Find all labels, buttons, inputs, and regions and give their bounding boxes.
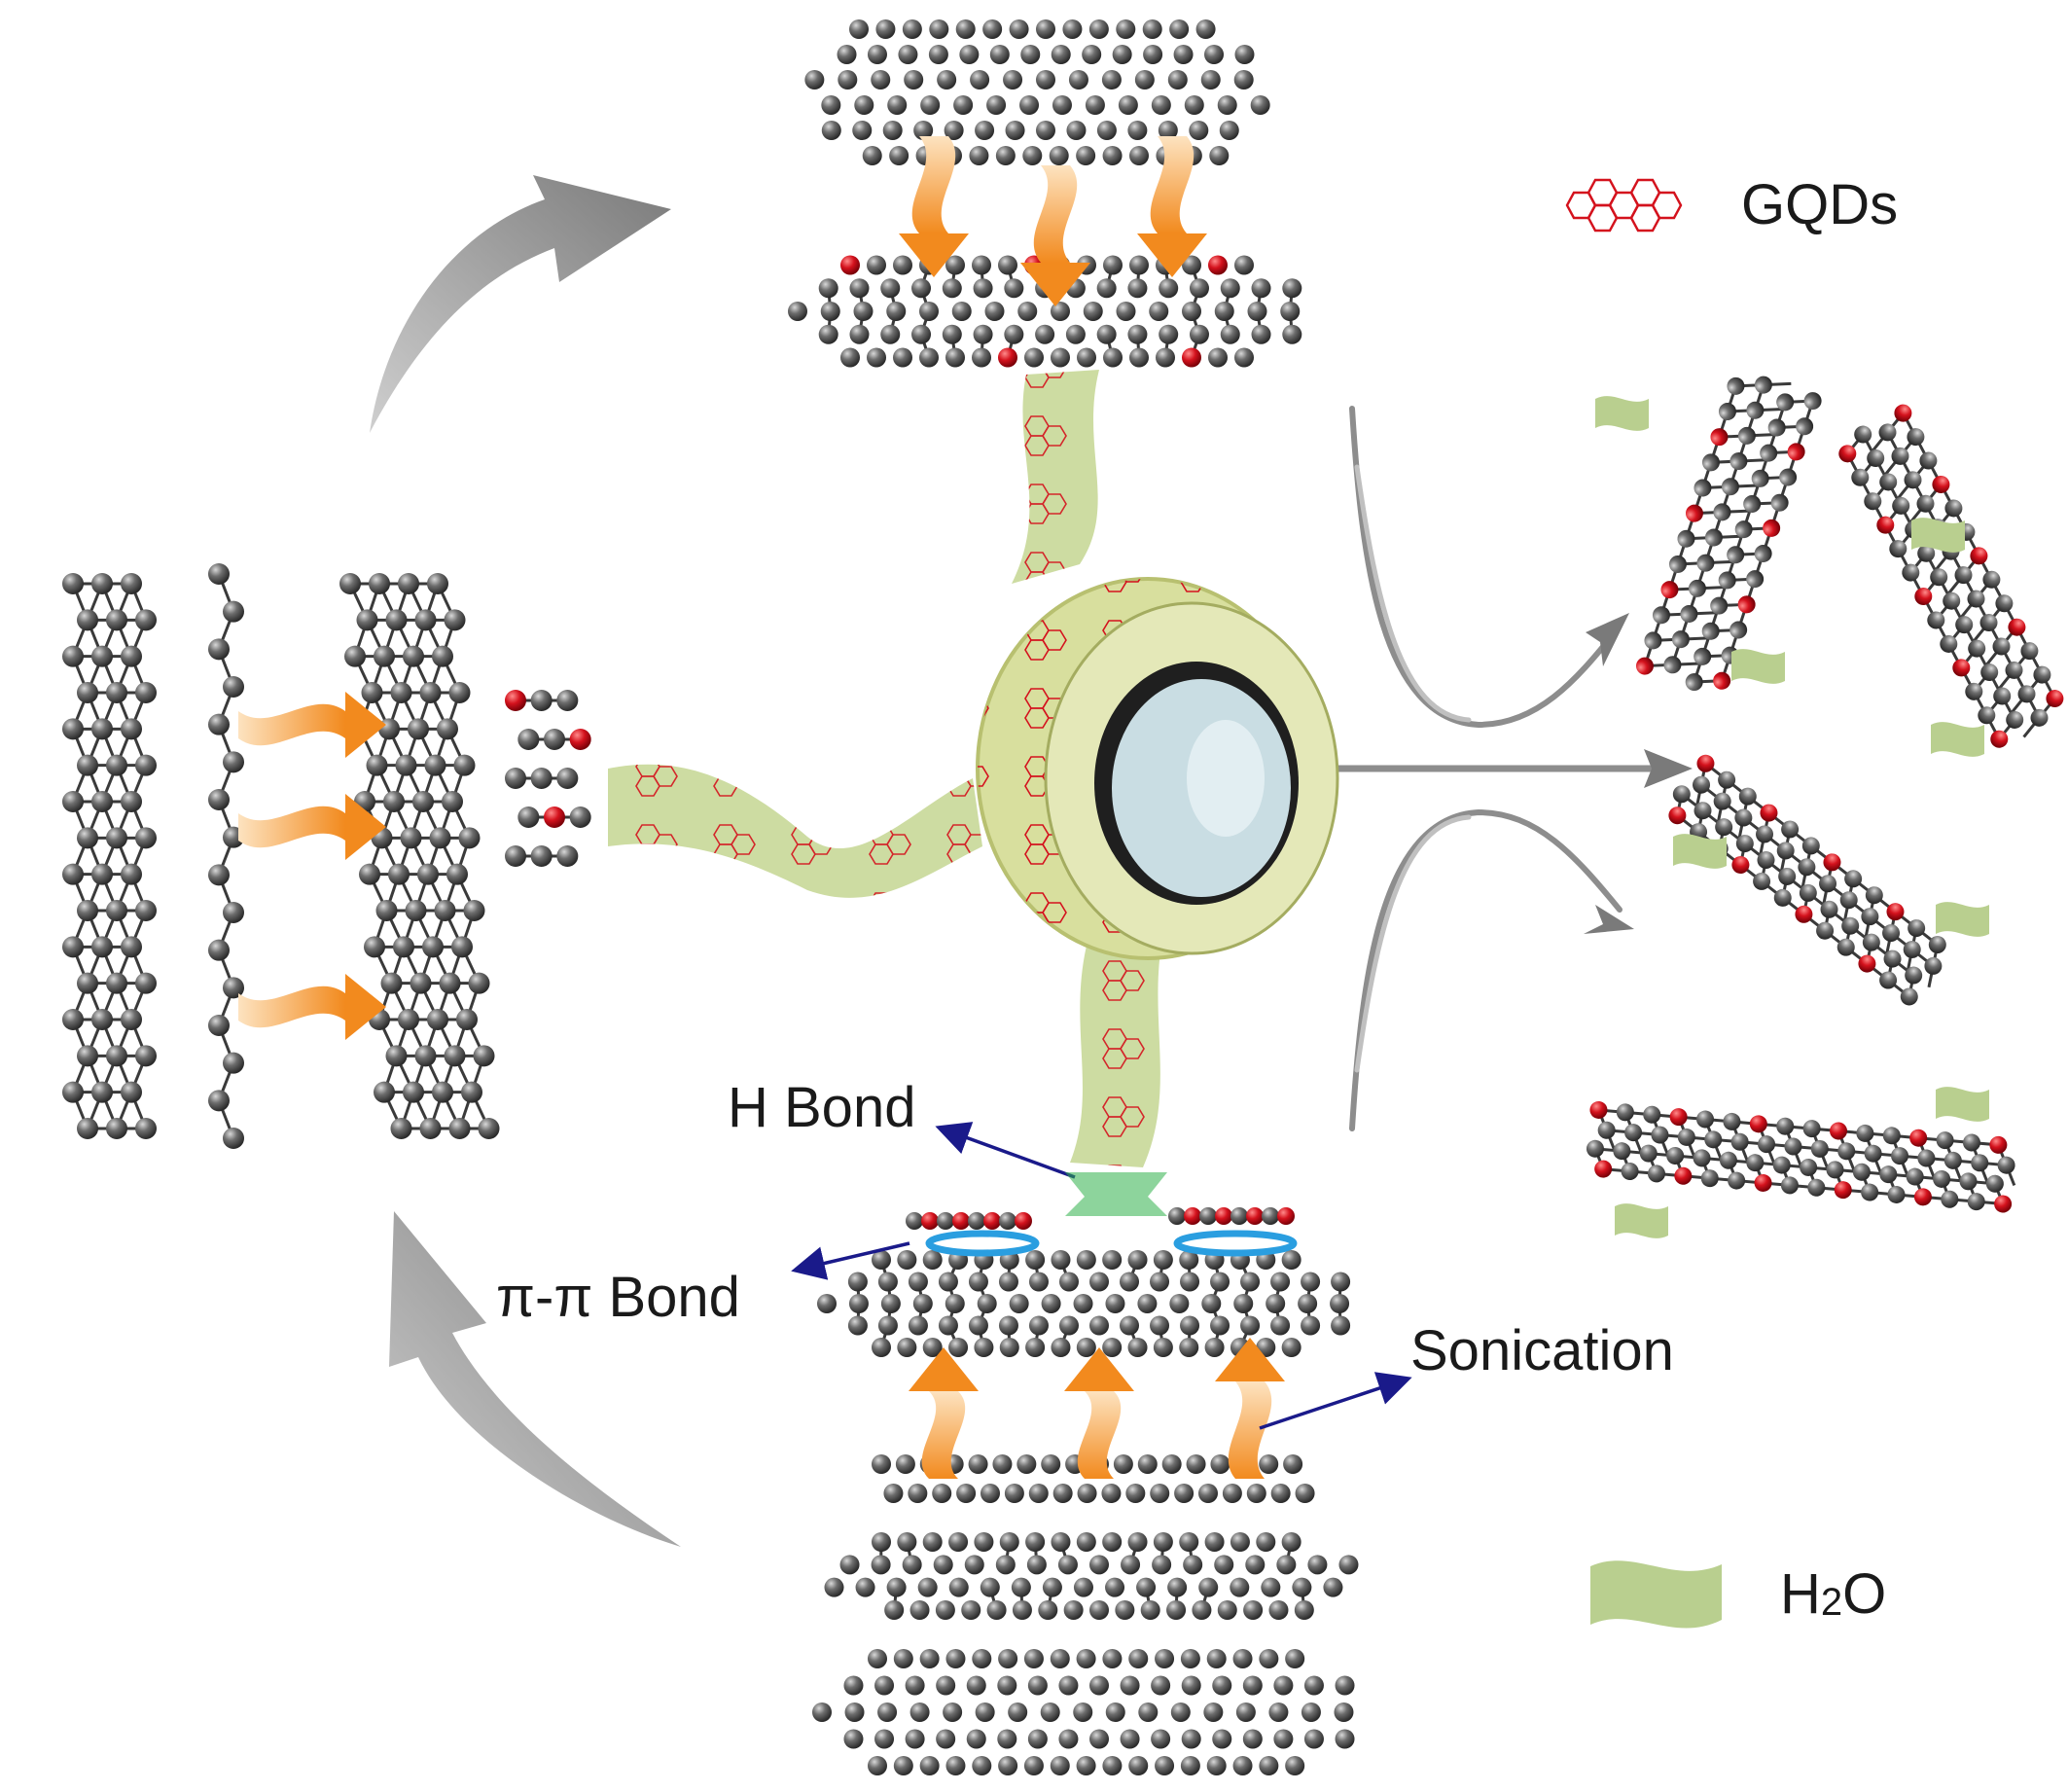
dispersed-flake-1 — [1635, 376, 1822, 692]
water-ribbon — [1731, 649, 1785, 684]
bottom-gqd-graphene-sheet — [817, 1250, 1351, 1357]
orange-arrow-top-2 — [1020, 165, 1090, 306]
dispersed-flake-4 — [1586, 1100, 2016, 1213]
annotation-lines — [791, 1122, 1412, 1430]
left-graphene-sheet-1 — [62, 573, 157, 1139]
orange-arrow-bottom-3 — [1215, 1338, 1285, 1479]
bottom-graphene-sheet-2 — [824, 1532, 1359, 1620]
orange-arrow-top-3 — [1137, 136, 1207, 277]
water-molecules — [1595, 396, 1989, 1238]
arrows-layer — [238, 136, 1285, 1479]
water-ribbon — [1673, 834, 1727, 869]
pi-pi-bond-label: π-π Bond — [496, 1266, 740, 1329]
sonication-label: Sonication — [1410, 1319, 1674, 1382]
h2o-label-o: O — [1842, 1562, 1887, 1626]
water-ribbon — [1911, 518, 1965, 553]
adhesive-tape-roll — [976, 577, 1339, 960]
h-bond-label: H Bond — [728, 1076, 916, 1139]
orange-arrow-bottom-2 — [1064, 1347, 1134, 1479]
bound-gqd-flakes — [906, 1207, 1295, 1230]
gqd-legend-icon — [1565, 178, 1683, 233]
left-graphene-sheet-2 — [208, 563, 244, 1149]
gqds-legend-label: GQDs — [1741, 173, 1899, 236]
h2o-label-h: H — [1780, 1562, 1821, 1626]
water-ribbon — [1936, 902, 1989, 937]
orange-arrow-left-1 — [238, 692, 386, 758]
h2o-legend-label: H2O — [1780, 1566, 1886, 1623]
curved-arrow-bottom-left — [389, 1211, 681, 1547]
orange-arrow-left-2 — [238, 794, 386, 860]
water-ribbon — [1595, 396, 1649, 431]
bottom-graphene-sheet-3 — [812, 1649, 1355, 1775]
h2o-label-subscript: 2 — [1820, 1581, 1843, 1624]
orange-arrow-bottom-1 — [909, 1347, 979, 1479]
orange-arrow-top-1 — [899, 136, 969, 277]
orange-arrow-left-3 — [238, 974, 386, 1040]
dispersed-flake-2 — [1838, 404, 2064, 748]
curved-arrow-top-left — [370, 175, 671, 433]
dispersed-flake-3 — [1668, 754, 1946, 1006]
left-graphene-sheet-3 — [339, 573, 500, 1139]
tape-strips — [608, 370, 1162, 1167]
left-gqd-cluster — [505, 690, 591, 867]
water-ribbon — [1936, 1087, 1989, 1122]
h2o-legend-icon — [1590, 1560, 1722, 1629]
dispersion-arrows — [1334, 406, 1693, 1131]
bond-markers — [925, 1172, 1298, 1257]
top-graphene-sheet — [804, 19, 1270, 165]
water-ribbon — [1931, 722, 1984, 757]
water-ribbon — [1615, 1203, 1668, 1238]
